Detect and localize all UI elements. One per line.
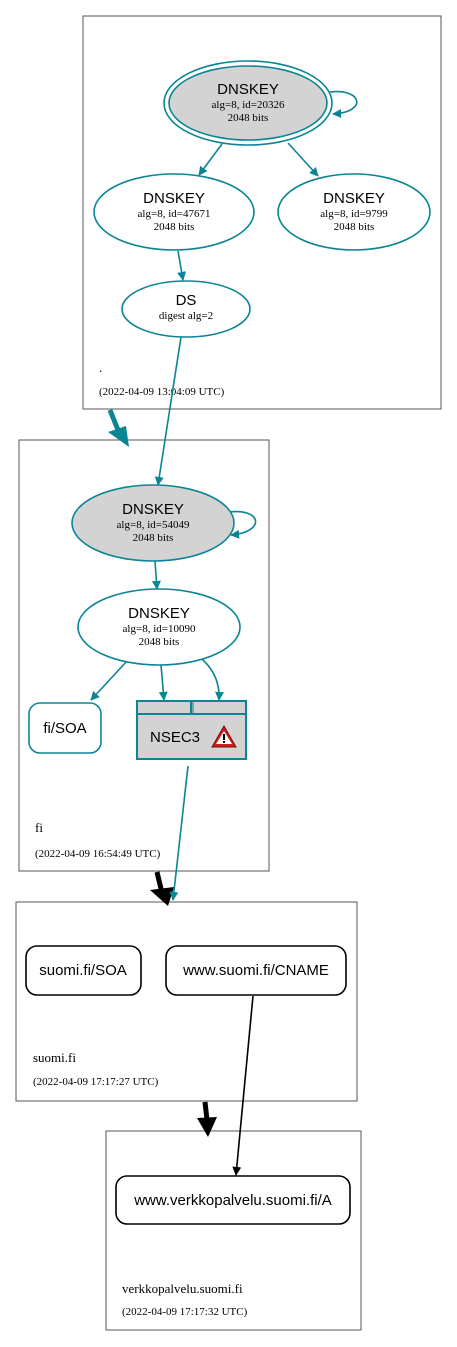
- node-root-ksk-title: DNSKEY: [217, 81, 279, 98]
- node-root-zsk1-title: DNSKEY: [143, 190, 205, 207]
- node-fi-nsec3[interactable]: NSEC3: [136, 700, 247, 760]
- node-suomi-cname-label: www.suomi.fi/CNAME: [182, 962, 329, 979]
- zone-verkko-box: [105, 1130, 362, 1331]
- edge-fi-zsk-nsec3-b: [201, 658, 224, 701]
- node-root-zsk-9799[interactable]: DNSKEY alg=8, id=9799 2048 bits: [277, 173, 431, 251]
- edge-cname-a: [232, 995, 254, 1176]
- edge-nsec3-suomi: [169, 765, 189, 901]
- node-root-zsk2-title: DNSKEY: [323, 190, 385, 207]
- node-fi-zsk-title: DNSKEY: [128, 605, 190, 622]
- node-fi-ksk-title: DNSKEY: [122, 501, 184, 518]
- zone-suomi-timestamp: (2022-04-09 17:17:27 UTC): [33, 1076, 159, 1088]
- warning-icon: [211, 724, 237, 748]
- node-root-zsk2-line2: 2048 bits: [334, 221, 375, 233]
- zone-fi-box: [18, 439, 270, 872]
- zone-verkko-timestamp: (2022-04-09 17:17:32 UTC): [122, 1306, 248, 1318]
- edge-root-ds-fi-ksk: [154, 336, 182, 486]
- edge-root-ksk-zsk2: [287, 142, 319, 177]
- edge-fi-zsk-soa: [90, 660, 128, 701]
- delegation-arrowhead-fi-suomi: [150, 887, 174, 906]
- node-verkko-a-label: www.verkkopalvelu.suomi.fi/A: [133, 1192, 332, 1209]
- edge-fi-zsk-nsec3-a: [158, 664, 168, 701]
- zone-suomi-name: suomi.fi: [33, 1050, 76, 1065]
- delegation-arrow-suomi-verkko: [202, 1101, 210, 1121]
- node-root-ds-title: DS: [176, 292, 197, 309]
- edge-fi-ksk-zsk: [151, 560, 161, 590]
- node-root-ds-line1: digest alg=2: [159, 310, 213, 322]
- zone-root-timestamp: (2022-04-09 13:04:09 UTC): [99, 386, 225, 398]
- node-root-ksk-line1: alg=8, id=20326: [212, 99, 285, 111]
- zone-root-box: [82, 15, 442, 410]
- node-root-ds[interactable]: DS digest alg=2: [121, 280, 251, 338]
- node-suomi-soa-label: suomi.fi/SOA: [39, 962, 127, 979]
- edge-root-ksk-self: [329, 90, 358, 119]
- node-fi-ksk[interactable]: DNSKEY alg=8, id=54049 2048 bits: [71, 484, 235, 562]
- node-root-zsk2-line1: alg=8, id=9799: [320, 208, 388, 220]
- node-verkko-a[interactable]: www.verkkopalvelu.suomi.fi/A: [115, 1175, 351, 1225]
- node-suomi-cname[interactable]: www.suomi.fi/CNAME: [165, 945, 347, 996]
- edge-fi-ksk-self: [228, 510, 257, 539]
- node-root-ksk-line2: 2048 bits: [228, 112, 269, 124]
- zone-root-name: .: [99, 360, 102, 375]
- node-fi-soa[interactable]: fi/SOA: [28, 702, 102, 754]
- node-fi-ksk-line2: 2048 bits: [133, 532, 174, 544]
- zone-fi-name: fi: [35, 820, 43, 835]
- zone-fi-timestamp: (2022-04-09 16:54:49 UTC): [35, 848, 161, 860]
- edge-root-ksk-zsk1: [198, 143, 223, 176]
- node-fi-zsk-line1: alg=8, id=10090: [123, 623, 196, 635]
- node-root-zsk1-line1: alg=8, id=47671: [138, 208, 211, 220]
- zone-suomi-box: [15, 901, 358, 1102]
- node-fi-zsk-line2: 2048 bits: [139, 636, 180, 648]
- edge-root-zsk1-ds: [177, 250, 187, 281]
- node-suomi-soa[interactable]: suomi.fi/SOA: [25, 945, 142, 996]
- node-fi-nsec3-label: NSEC3: [150, 729, 200, 746]
- node-fi-zsk[interactable]: DNSKEY alg=8, id=10090 2048 bits: [77, 588, 241, 666]
- node-fi-ksk-line1: alg=8, id=54049: [117, 519, 190, 531]
- node-root-ksk[interactable]: DNSKEY alg=8, id=20326 2048 bits: [163, 60, 333, 146]
- delegation-arrowhead-suomi-verkko: [197, 1117, 217, 1137]
- zone-verkko-name: verkkopalvelu.suomi.fi: [122, 1281, 243, 1296]
- node-root-zsk-47671[interactable]: DNSKEY alg=8, id=47671 2048 bits: [93, 173, 255, 251]
- delegation-arrowhead-root-fi: [108, 426, 129, 447]
- node-fi-soa-label: fi/SOA: [43, 720, 86, 737]
- node-root-zsk1-line2: 2048 bits: [154, 221, 195, 233]
